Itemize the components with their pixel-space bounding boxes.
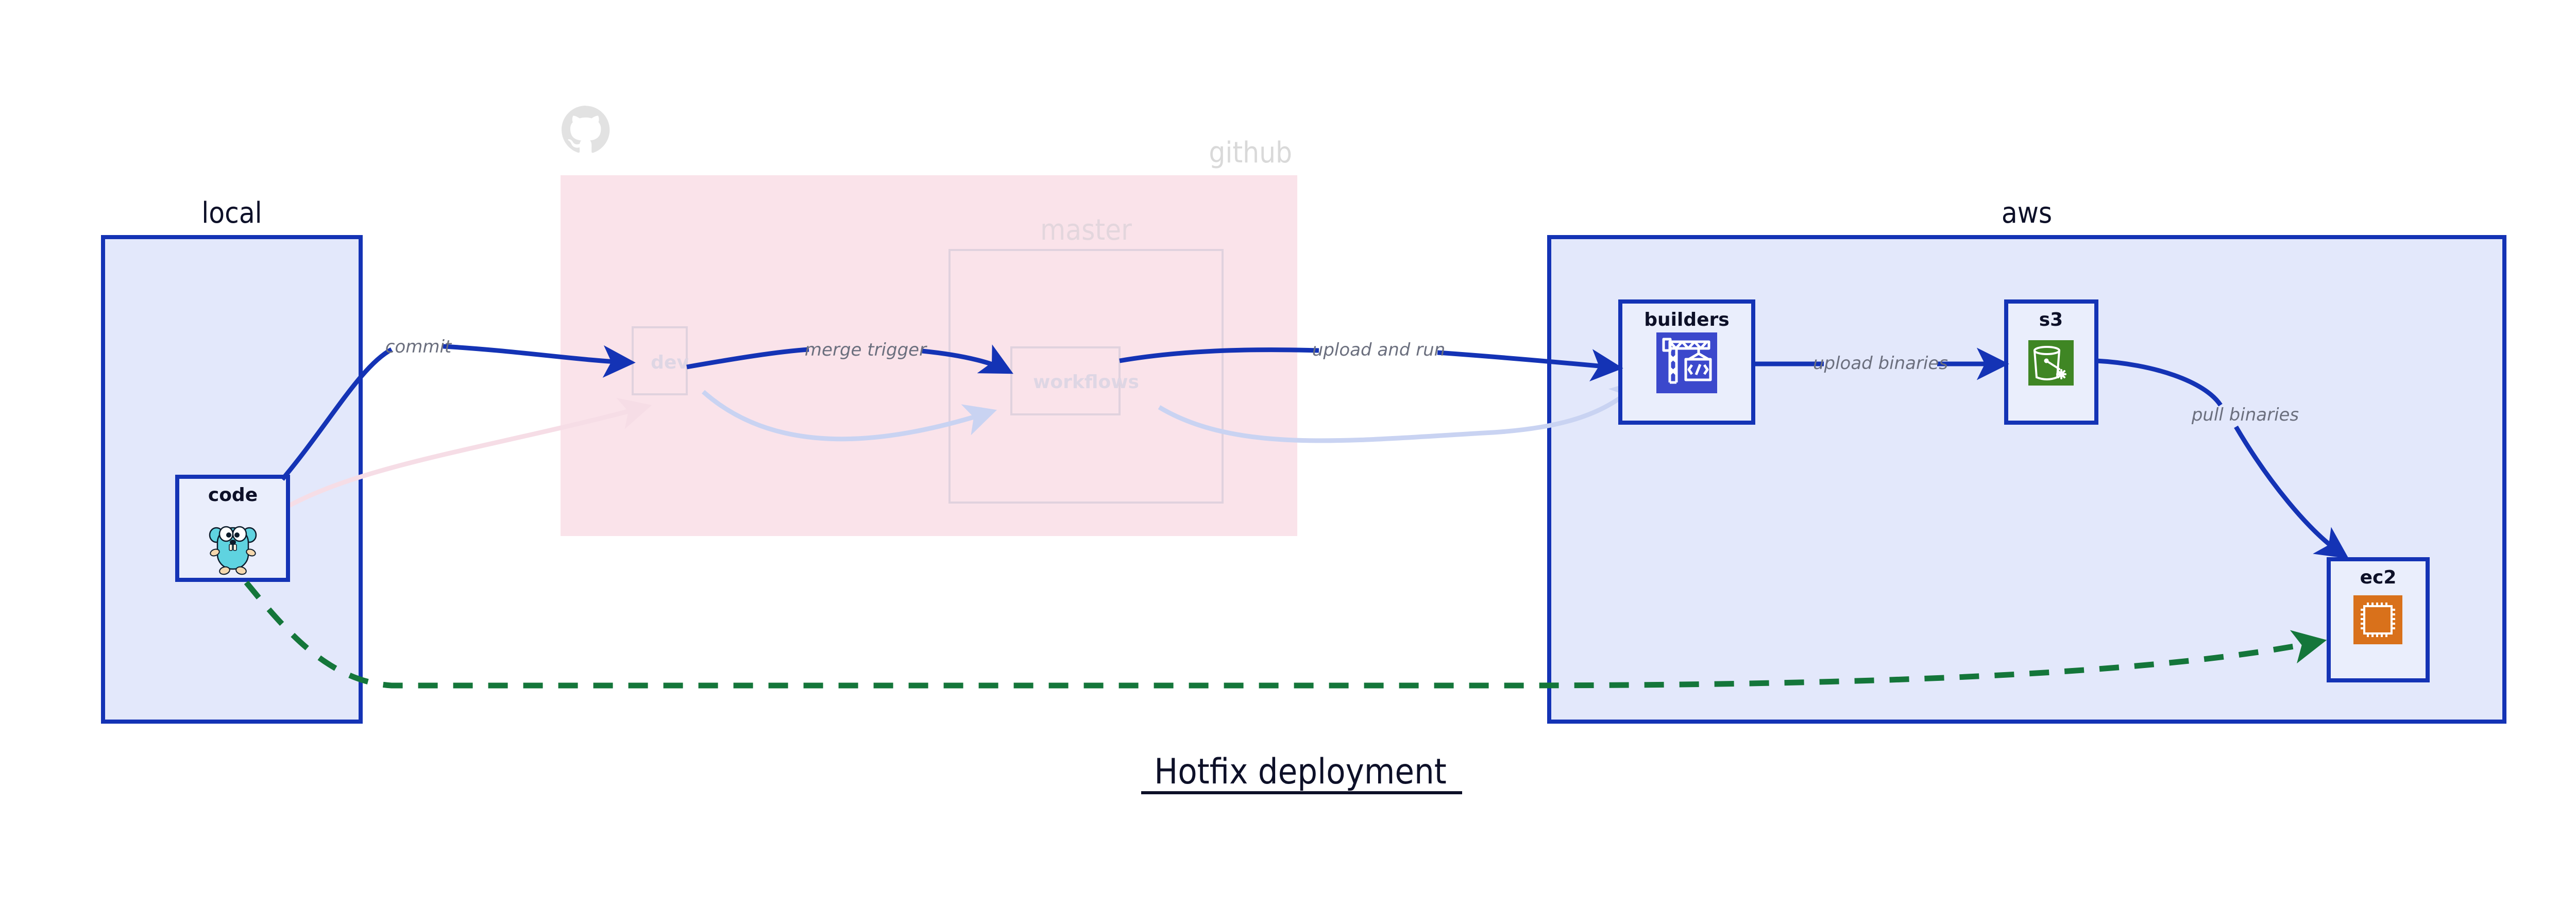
ghost-edges [279, 378, 1643, 512]
node-s3-label: s3 [2039, 309, 2063, 330]
page-title: Hotfix deployment [1154, 751, 1447, 792]
region-local[interactable]: local [101, 196, 363, 724]
node-dev-label: dev [651, 352, 689, 373]
edge-upload-binaries-label: upload binaries [1813, 353, 1948, 374]
aws-s3-glacier-icon [2028, 340, 2074, 386]
node-builders-label: builders [1644, 309, 1729, 330]
ghost-edge-code-to-dev [279, 397, 652, 512]
edge-commit-label: commit [385, 337, 452, 357]
node-code-label: code [208, 485, 258, 506]
edge-commit: commit [280, 337, 636, 481]
node-ec2-label: ec2 [2360, 567, 2397, 588]
edge-hotfix-direct [244, 580, 2327, 689]
edge-upload-and-run-label: upload and run [1312, 340, 1445, 360]
ghost-edge-dev-to-workflows [702, 390, 997, 442]
subregion-master[interactable]: master [948, 213, 1224, 504]
edge-pb-path-bottom [2234, 425, 2349, 559]
edge-pb-path-top [2096, 358, 2223, 407]
aws-codebuild-icon [1656, 332, 1717, 393]
subregion-master-box[interactable] [948, 249, 1224, 504]
region-github-label: github [1209, 136, 1292, 170]
edge-merge-trigger-label: merge trigger [805, 340, 927, 360]
edge-pull-binaries: pull binaries [2096, 358, 2349, 559]
aws-ec2-icon [2353, 595, 2402, 644]
edge-merge-trigger: merge trigger [686, 340, 1013, 374]
subregion-master-label: master [1040, 213, 1132, 247]
node-code[interactable]: code [175, 475, 290, 582]
node-workflows-label: workflows [1033, 372, 1139, 393]
edge-pull-binaries-label: pull binaries [2191, 405, 2299, 425]
region-aws-label: aws [2002, 196, 2052, 230]
edge-uar-path-right [1437, 349, 1623, 381]
node-ec2[interactable]: ec2 [2327, 557, 2430, 682]
edge-commit-path-left [280, 347, 393, 481]
edge-commit-path-right [443, 344, 636, 378]
edge-merge-path-left [686, 347, 809, 370]
ghost-edge-workflows-to-builders [1158, 378, 1643, 443]
edge-merge-path-right [922, 344, 1013, 374]
edge-upload-binaries: upload binaries [1753, 347, 2009, 380]
go-gopher-icon [209, 526, 257, 575]
node-workflows-box[interactable] [1010, 346, 1121, 415]
diagram-title-group: Hotfix deployment [1141, 751, 1462, 794]
node-builders[interactable]: builders [1618, 299, 1755, 425]
github-octocat-logo [562, 106, 610, 153]
region-local-label: local [201, 196, 262, 230]
node-workflows[interactable]: workflows [1010, 346, 1139, 415]
region-github[interactable]: github [561, 106, 1297, 536]
edge-upload-and-run: upload and run [1119, 340, 1623, 381]
edge-uar-path-left [1119, 347, 1319, 363]
node-s3[interactable]: s3 [2004, 299, 2098, 425]
edge-hotfix-direct-path [244, 580, 2327, 689]
